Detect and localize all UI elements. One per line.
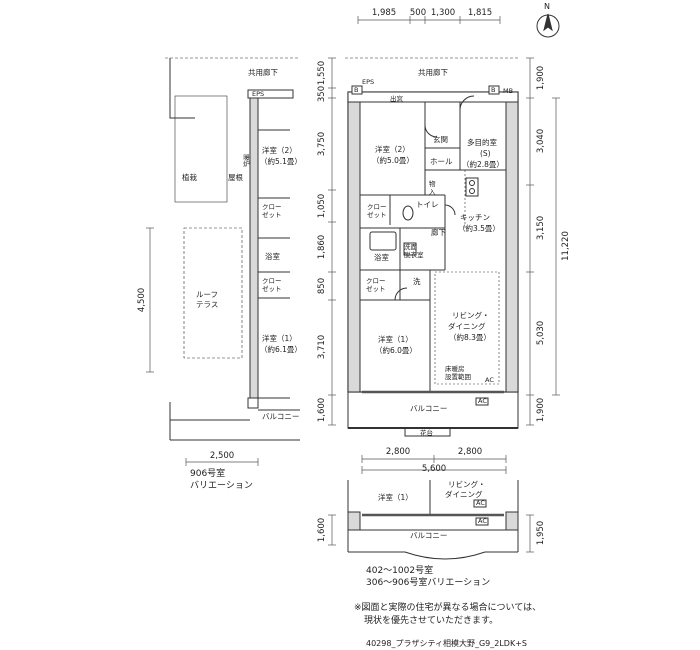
hallway-label: 廊下: [431, 228, 446, 237]
rdim-1900: 1,900: [535, 65, 546, 91]
rdim-11220: 11,220: [560, 231, 571, 261]
dim-1860: 1,860: [316, 234, 327, 260]
left-caption-1: 906号室: [190, 469, 226, 479]
var-dim-1600: 1,600: [316, 517, 327, 543]
kitchen-size: （約3.5畳）: [458, 224, 500, 233]
left-corridor-label: 共用廊下: [248, 68, 278, 77]
balcony-label: バルコニー: [410, 404, 448, 413]
wash-label: 洗: [413, 277, 421, 286]
bedroom2-size: （約5.0畳）: [372, 156, 414, 165]
main-b2-label: B: [491, 86, 496, 94]
left-bedroom2-size: （約5.1畳）: [260, 157, 302, 166]
left-eps-label: EPS: [252, 90, 265, 98]
hall-label: ホール: [430, 157, 453, 166]
compass-icon: [536, 13, 560, 38]
genkan-label: 玄関: [433, 135, 448, 144]
bedroom1-size: （約6.0畳）: [375, 346, 417, 355]
main-corridor-label: 共用廊下: [418, 68, 448, 77]
kitchen-label: キッチン: [460, 213, 490, 222]
note-line-1: ※図面と実際の住宅が異なる場合については、: [354, 603, 542, 613]
toilet-label: トイレ: [416, 200, 439, 209]
closet2-label: クロー ゼット: [366, 277, 386, 293]
var-balcony-label: バルコニー: [410, 531, 448, 540]
note-line-2: 現状を優先させていただきます。: [364, 616, 499, 626]
left-planting-label: 植栽: [182, 173, 197, 182]
top-dim-3: 1,300: [430, 8, 456, 18]
bath-label: 浴室: [374, 253, 389, 262]
flower-stand-label: 花台: [420, 429, 433, 437]
left-bedroom2-label: 洋室（2）: [262, 146, 297, 155]
var-living-label: リビング・: [448, 480, 486, 489]
left-balcony-label: バルコニー: [262, 412, 300, 421]
left-roof-terrace-label: ルーフ テラス: [196, 290, 219, 309]
top-dim-4: 1,815: [467, 8, 493, 18]
left-closet2-label: クロー ゼット: [262, 277, 282, 293]
var-ac-label-2: AC: [478, 517, 487, 525]
rdim-1900b: 1,900: [535, 397, 546, 423]
rdim-3150: 3,150: [535, 215, 546, 241]
multi-room-size: （約2.8畳）: [462, 160, 504, 169]
var-ac-label-1: AC: [476, 499, 485, 507]
multi-room-s: (S): [480, 149, 491, 158]
living-label: リビング・: [452, 311, 490, 320]
compass-label: N: [544, 2, 550, 11]
floor-heating-label: 床暖房 設置範囲: [445, 365, 471, 381]
left-bedroom1-size: （約6.1畳）: [260, 345, 302, 354]
var-caption-1: 402～1002号室: [366, 566, 434, 576]
top-dim-1: 1,985: [371, 8, 397, 18]
main-b-label: B: [354, 86, 359, 94]
top-dim-2: 500: [409, 8, 427, 18]
var-caption-2: 306～906号室バリエーション: [366, 578, 491, 588]
var-dim-1950: 1,950: [535, 520, 546, 546]
left-roof-label: 屋根: [228, 173, 243, 182]
storage-label: 物 入: [429, 180, 436, 196]
dim-1550: 1,550: [316, 60, 327, 86]
ac-label-2: AC: [478, 397, 487, 405]
dim-1600: 1,600: [316, 397, 327, 423]
dim-3710: 3,710: [316, 334, 327, 360]
main-window-label: 出窓: [390, 95, 403, 103]
closet-label: クロー ゼット: [367, 203, 387, 219]
left-closet-label: クロー ゼット: [262, 203, 282, 219]
left-dim-4500: 4,500: [136, 287, 147, 313]
footer-code: 40298_プラザシティ相模大野_G9_2LDK+S: [366, 639, 527, 648]
dim-350: 350: [316, 85, 327, 103]
washroom-label: 洗面 脱衣室: [404, 243, 424, 259]
multi-room-label: 多目的室: [467, 138, 497, 147]
var-dining-label: ダイニング: [445, 490, 483, 499]
dim-3750: 3,750: [316, 131, 327, 157]
rdim-3040: 3,040: [535, 128, 546, 154]
dining-label: ダイニング: [448, 322, 486, 331]
left-dim-2500: 2,500: [209, 451, 235, 461]
left-caption-2: バリエーション: [190, 481, 253, 491]
var-bedroom1-label: 洋室（1）: [378, 493, 413, 502]
left-nook-label: 暖炉: [241, 154, 250, 167]
bdim-2800a: 2,800: [385, 447, 411, 457]
dim-850: 850: [316, 277, 327, 295]
bedroom1-label: 洋室（1）: [378, 335, 413, 344]
ac-label-1: AC: [485, 376, 494, 384]
left-bedroom1-label: 洋室（1）: [262, 334, 297, 343]
main-mb-label: MB: [503, 87, 514, 95]
rdim-5030: 5,030: [535, 320, 546, 346]
bedroom2-label: 洋室（2）: [375, 145, 410, 154]
bdim-2800b: 2,800: [457, 447, 483, 457]
bdim-5600: 5,600: [421, 464, 447, 474]
living-size: （約8.3畳）: [449, 333, 491, 342]
dim-1050: 1,050: [316, 193, 327, 219]
left-bath-label: 浴室: [265, 252, 280, 261]
main-eps-label: EPS: [362, 78, 375, 86]
